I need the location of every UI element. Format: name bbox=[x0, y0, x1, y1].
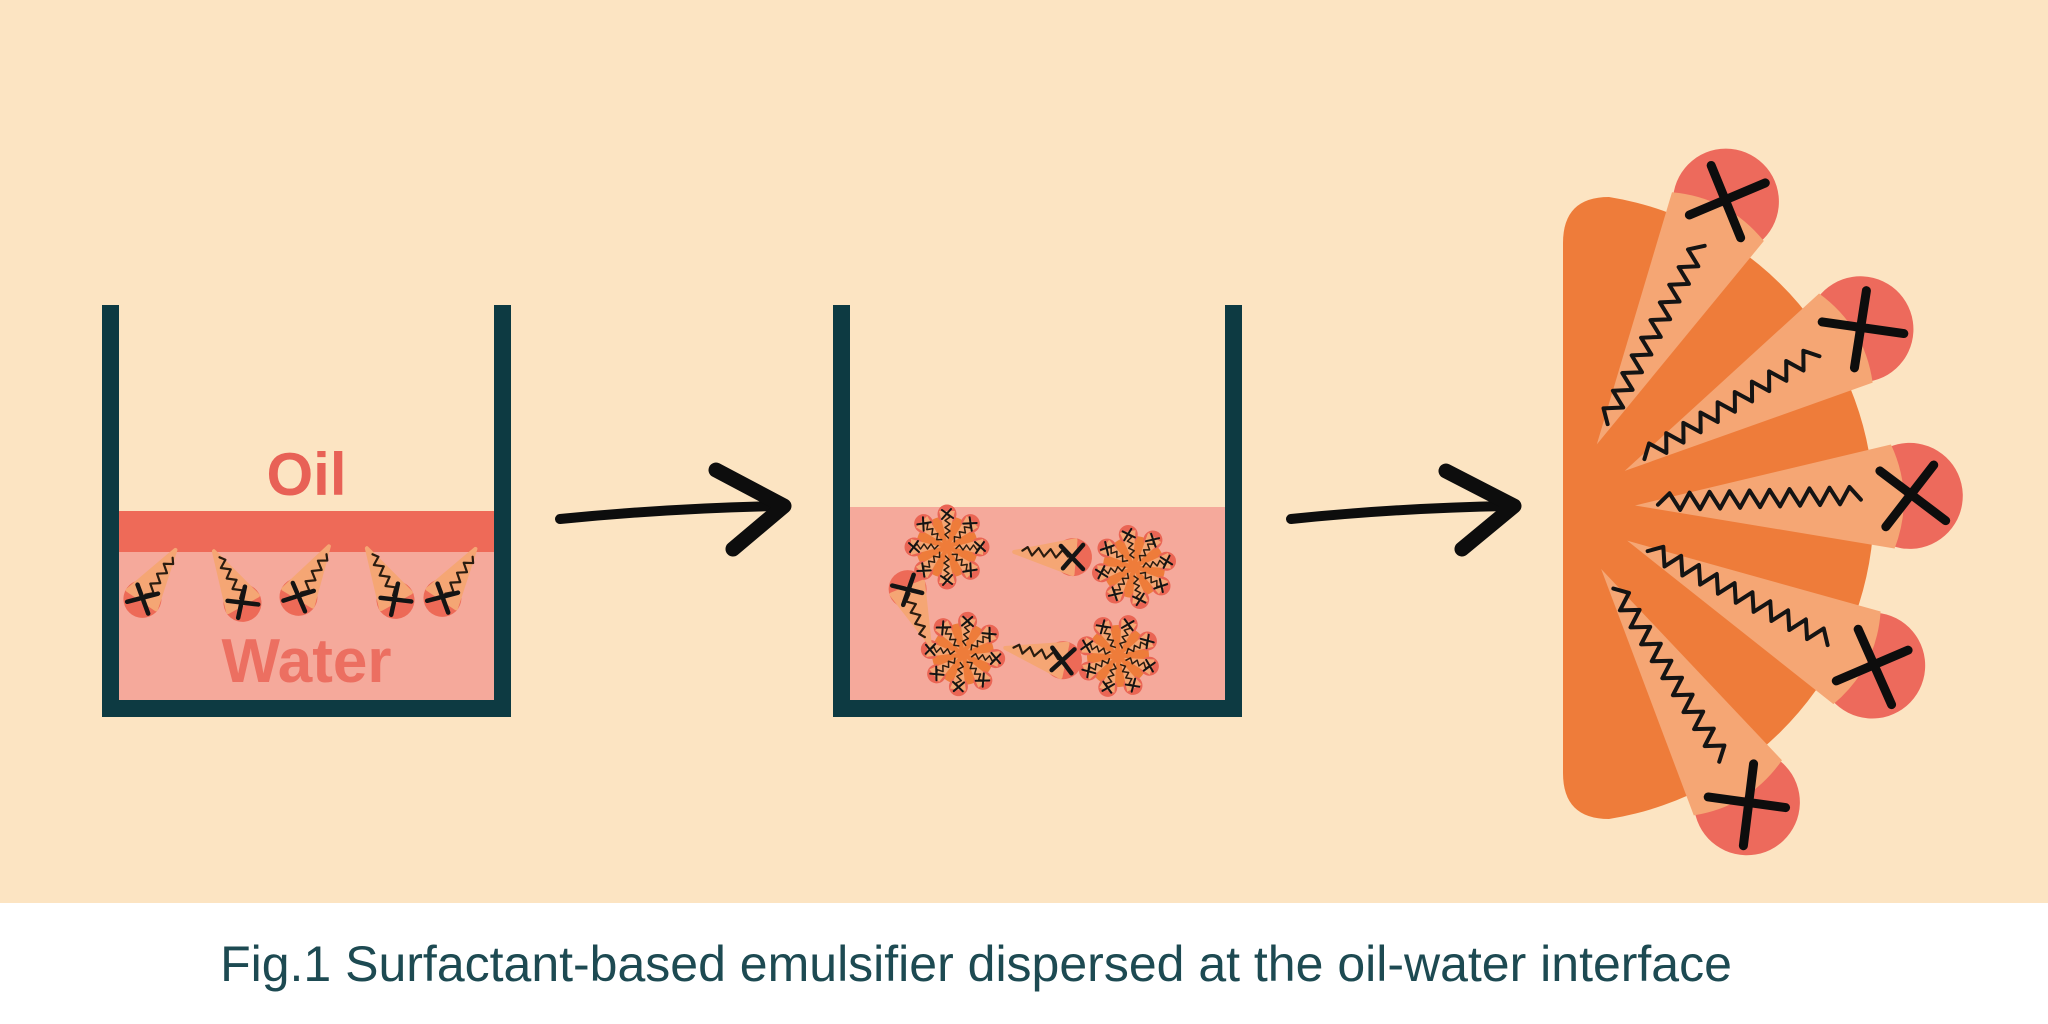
caption-bar: Fig.1 Surfactant-based emulsifier disper… bbox=[0, 903, 2048, 1024]
micelle-closeup bbox=[1550, 130, 1965, 875]
beaker-1 bbox=[102, 305, 511, 717]
beaker-2 bbox=[833, 305, 1242, 717]
arrow-right-icon bbox=[1286, 463, 1522, 557]
oil-layer bbox=[119, 511, 494, 552]
figure-caption: Fig.1 Surfactant-based emulsifier disper… bbox=[220, 935, 1732, 992]
arrow-right-icon bbox=[555, 462, 792, 557]
